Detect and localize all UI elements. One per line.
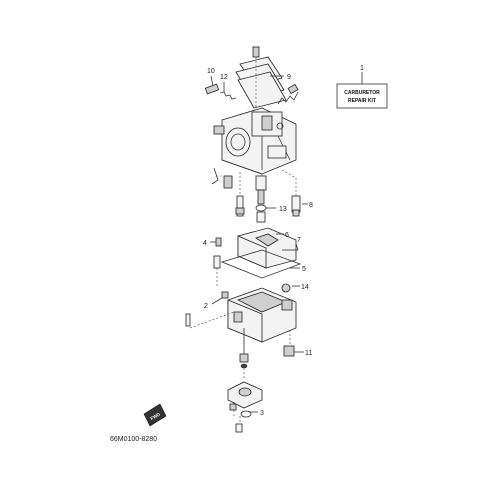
spring-right	[277, 83, 299, 105]
cover-screw	[252, 46, 260, 58]
top-cover-assembly	[235, 46, 287, 109]
float-chamber	[227, 287, 297, 343]
callout-3: 3	[260, 410, 264, 417]
callout-11: 11	[305, 350, 312, 357]
callout-14: 14	[301, 284, 309, 291]
callout-2: 2	[204, 303, 208, 310]
callout-8: 8	[309, 202, 313, 209]
callout-6: 6	[285, 232, 289, 239]
jets	[223, 175, 301, 223]
bottom-cap	[227, 381, 263, 409]
throttle-bore	[225, 127, 251, 157]
repair-kit-box: CARBURETOR REPAIR KIT	[336, 72, 388, 109]
float-chamber-gasket	[220, 249, 302, 279]
carburetor-body	[213, 107, 297, 175]
callout-12: 12	[220, 74, 228, 81]
needle-valve	[210, 237, 222, 247]
callout-4: 4	[203, 240, 207, 247]
drain-plug	[281, 283, 291, 293]
diaphragm	[237, 71, 287, 109]
fwd-label: FWD	[150, 411, 162, 421]
diagram-code: 66M0100-8280	[110, 436, 157, 443]
callout-9: 9	[287, 74, 291, 81]
kit-line-2: REPAIR KIT	[348, 98, 376, 104]
callout-1: 1	[360, 65, 364, 72]
pilot-screw-assembly	[204, 75, 237, 100]
callout-5: 5	[302, 266, 306, 273]
callout-7: 7	[297, 237, 301, 244]
fwd-badge: FWD	[143, 403, 167, 427]
float	[237, 227, 297, 269]
callout-13: 13	[279, 206, 287, 213]
kit-line-1: CARBURETOR	[344, 90, 380, 96]
callout-10: 10	[207, 68, 215, 75]
